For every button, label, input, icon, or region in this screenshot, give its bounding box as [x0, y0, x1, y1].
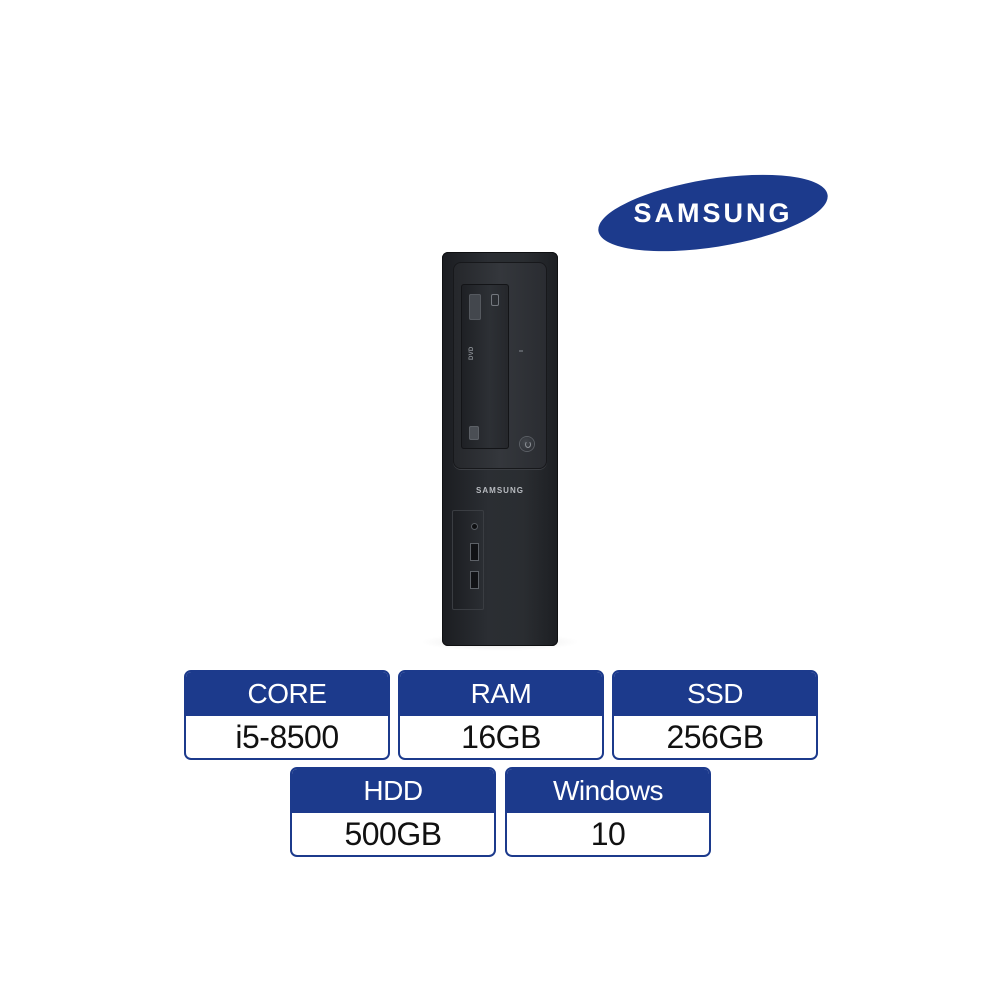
front-io-ports [452, 510, 484, 610]
usb-port [471, 572, 478, 588]
spec-label: RAM [400, 672, 602, 716]
spec-value: 500GB [344, 816, 442, 852]
spec-label: Windows [507, 769, 709, 813]
audio-jack [472, 524, 477, 529]
status-led [519, 350, 523, 352]
eject-icon [491, 294, 499, 306]
spec-card-windows: Windows 10 [505, 767, 711, 857]
spec-value: i5-8500 [235, 719, 339, 755]
drive-eject-button [469, 426, 479, 440]
spec-card-core: CORE i5-8500 [184, 670, 390, 760]
spec-card-ram: RAM 16GB [398, 670, 604, 760]
dvd-logo: DVD [469, 346, 475, 360]
spec-card-ssd: SSD 256GB [612, 670, 818, 760]
samsung-logo: SAMSUNG [596, 174, 830, 252]
disc-slot [469, 294, 481, 320]
logo-text: SAMSUNG [633, 198, 792, 228]
tower-brand-label: SAMSUNG [476, 486, 524, 495]
desktop-tower-image: DVD SAMSUNG [420, 248, 580, 658]
power-icon [520, 437, 534, 451]
spec-value: 16GB [461, 719, 541, 755]
tower-body: DVD SAMSUNG [442, 252, 558, 646]
spec-value: 256GB [666, 719, 764, 755]
samsung-logo-graphic: SAMSUNG [598, 174, 828, 252]
spec-label: SSD [614, 672, 816, 716]
usb-port [471, 544, 478, 560]
spec-label: CORE [186, 672, 388, 716]
spec-card-hdd: HDD 500GB [290, 767, 496, 857]
spec-value: 10 [590, 816, 626, 852]
front-panel: DVD [453, 262, 547, 469]
spec-label: HDD [292, 769, 494, 813]
optical-drive-bay: DVD [461, 284, 509, 449]
